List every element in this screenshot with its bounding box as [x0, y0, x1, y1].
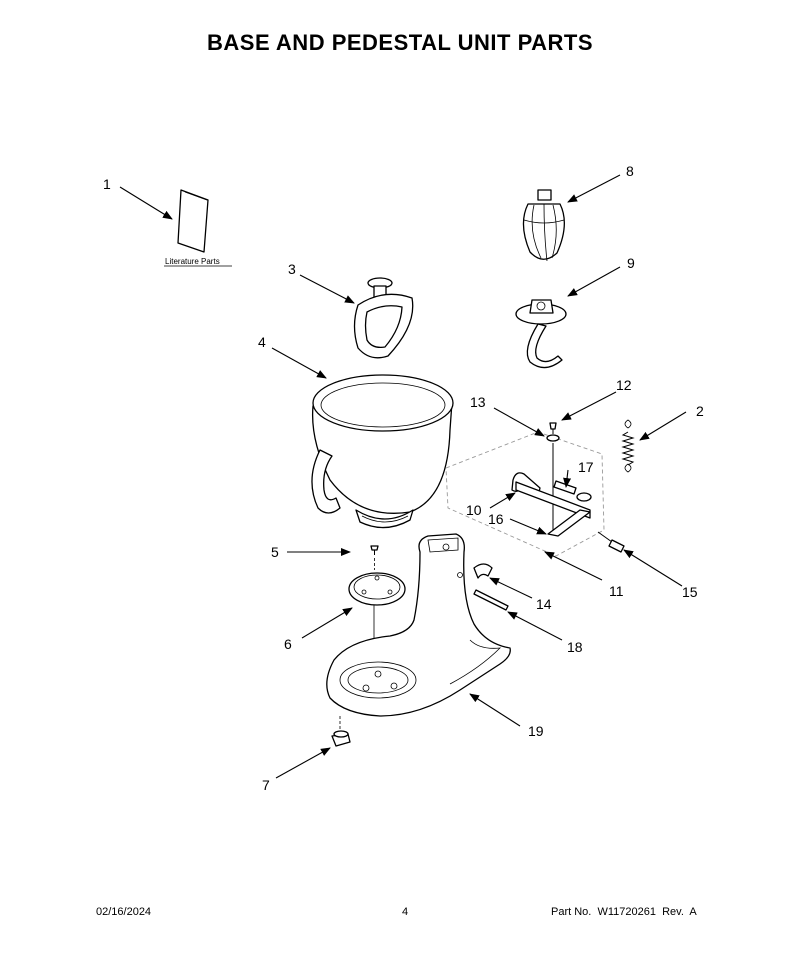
wire-whip-illustration — [522, 189, 565, 262]
callout-11: 11 — [609, 583, 624, 599]
callout-15: 15 — [682, 584, 698, 600]
callout-7: 7 — [262, 777, 270, 793]
callout-9: 9 — [627, 255, 635, 271]
callout-16: 16 — [488, 511, 504, 527]
speed-control-assembly-illustration — [445, 422, 625, 557]
flat-beater-illustration — [353, 277, 414, 359]
trim-plate-illustration — [348, 572, 406, 664]
callout-6: 6 — [284, 636, 292, 652]
callout-17: 17 — [578, 459, 594, 475]
literature-parts-label: Literature Parts — [165, 257, 220, 266]
callout-12: 12 — [616, 377, 632, 393]
footer-date: 02/16/2024 — [96, 906, 152, 918]
callout-10: 10 — [466, 502, 482, 518]
leader-lines — [119, 174, 687, 779]
footer-part-number: Part No. W11720261 Rev. A — [551, 906, 697, 918]
callout-4: 4 — [258, 334, 266, 350]
callout-14: 14 — [536, 596, 552, 612]
literature-parts-illustration — [164, 189, 232, 267]
callout-18: 18 — [567, 639, 583, 655]
screw-illustration — [370, 545, 379, 570]
footer-page-number: 4 — [402, 906, 409, 918]
callout-5: 5 — [271, 544, 279, 560]
callout-8: 8 — [626, 163, 634, 179]
callout-1: 1 — [103, 176, 111, 192]
pedestal-base-illustration — [326, 533, 511, 717]
page-title: BASE AND PEDESTAL UNIT PARTS — [207, 30, 593, 55]
rubber-foot-illustration — [331, 716, 351, 747]
callout-3: 3 — [288, 261, 296, 277]
callout-19: 19 — [528, 723, 544, 739]
spring-illustration — [621, 419, 635, 473]
knob-illustration — [473, 563, 493, 579]
hinge-pin-illustration — [473, 589, 509, 611]
callout-numbers: 1 2 3 4 5 6 7 8 9 10 11 12 13 14 15 16 1… — [103, 163, 704, 793]
dough-hook-illustration — [515, 299, 567, 369]
callout-2: 2 — [696, 403, 704, 419]
callout-13: 13 — [470, 394, 486, 410]
bowl-illustration — [311, 374, 454, 529]
